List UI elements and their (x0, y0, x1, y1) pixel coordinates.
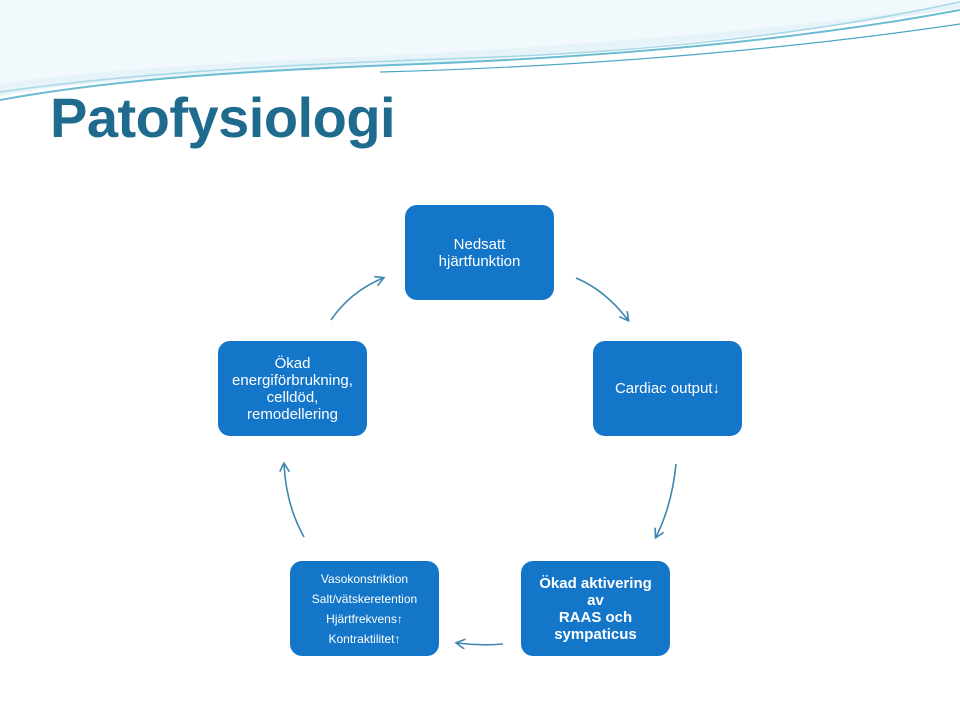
arrow-left-to-top (330, 278, 383, 321)
node-line: remodellering (247, 405, 338, 423)
node-vasokonstriktion: Vasokonstriktion Salt/vätskeretention Hj… (290, 561, 439, 656)
node-line: Ökad (274, 354, 311, 372)
node-line: sympaticus (554, 625, 637, 643)
arrow-bottomleft-to-left (284, 464, 305, 538)
header-wave-decoration (0, 0, 960, 101)
arrow-right-to-bottomright (656, 463, 677, 537)
arrow-bottomright-to-bottomleft (457, 643, 504, 645)
node-line: energiförbrukning, (232, 371, 353, 389)
node-line: Vasokonstriktion (320, 571, 409, 586)
node-line: celldöd, (266, 388, 319, 406)
node-line: RAAS och (558, 608, 633, 626)
node-line: Cardiac output↓ (614, 380, 721, 397)
node-raas-sympaticus: Ökad aktivering av RAAS och sympaticus (521, 561, 670, 656)
node-line: Ökad aktivering av (539, 574, 652, 609)
node-okad-energiforbrukning: Ökad energiförbrukning, celldöd, remodel… (218, 341, 367, 436)
node-line: Nedsatt (453, 235, 506, 253)
node-line: Salt/vätskeretention (311, 591, 418, 606)
page-title: Patofysiologi (50, 86, 396, 149)
node-line: hjärtfunktion (438, 252, 521, 270)
node-line: Kontraktilitet↑ (328, 631, 401, 646)
node-line: Hjärtfrekvens↑ (326, 611, 403, 626)
node-nedsatt-hjartfunktion: Nedsatt hjärtfunktion (405, 205, 554, 300)
node-cardiac-output: Cardiac output↓ (593, 341, 742, 436)
arrow-top-to-right (575, 277, 628, 320)
